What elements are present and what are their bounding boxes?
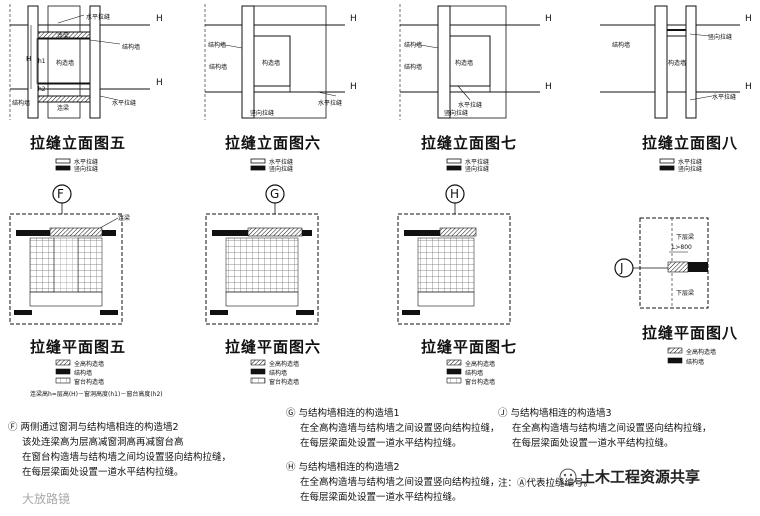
legend-p8-full: 全高构造墙 — [686, 349, 717, 356]
legend-e8-vertical: 竖向拉缝 — [678, 166, 703, 173]
p8-lower-beam-a: 下层梁 — [676, 234, 695, 241]
note-f: Ⓕ 两侧通过窗洞与结构墙相连的构造墙2 该处连梁高为层高减窗洞高再减窗台高 在窗… — [8, 422, 232, 478]
p5-beam-label: 连梁 — [118, 215, 131, 222]
note-g: Ⓖ 与结构墙相连的构造墙1 在全高构造墙与结构墙之间设置竖向结构拉缝， 在每层梁… — [286, 408, 500, 449]
title-elevation-7: 拉缝立面图七 — [421, 134, 518, 152]
legend-p8-struct: 结构墙 — [686, 359, 705, 366]
plan-5 — [9, 184, 123, 325]
marker-g: G — [270, 187, 280, 201]
title-elevation-5: 拉缝立面图五 — [30, 134, 127, 152]
e5-struct-wall: 结构墙 — [122, 44, 141, 51]
e7-struct-wall: 结构墙 — [404, 42, 423, 49]
legend-p7-sill: 窗台构造墙 — [465, 379, 496, 386]
legend-p6-struct: 结构墙 — [269, 370, 288, 377]
legend-e5-horizontal: 水平拉缝 — [74, 159, 99, 166]
note-j: Ⓙ 与结构墙相连的构造墙3 在全高构造墙与结构墙之间设置竖向结构拉缝， 在每层梁… — [498, 408, 712, 449]
marker-f: F — [57, 187, 64, 201]
legend-p5-full: 全高构造墙 — [74, 361, 105, 368]
label-h-e7b: H — [545, 82, 552, 92]
legend-e7-vertical: 竖向拉缝 — [465, 166, 490, 173]
e5-beam-top: 连梁 — [57, 33, 70, 40]
marker-j: J — [620, 261, 624, 275]
e7-horizontal-joint: 水平拉缝 — [458, 102, 483, 109]
e5-beam-bottom: 连梁 — [57, 105, 70, 112]
plan-legends — [55, 347, 683, 384]
plan-8 — [614, 217, 709, 309]
e5-horizontal-joint: 水平拉缝 — [86, 14, 111, 21]
title-plan-6: 拉缝平面图六 — [225, 338, 322, 356]
watermark-left: 大放路镜 — [22, 492, 71, 506]
note-h-marker: Ⓗ — [286, 462, 299, 473]
e5-horizontal-joint-b: 水平拉缝 — [112, 100, 137, 107]
e8-horizontal-joint: 水平拉缝 — [712, 94, 737, 101]
e5-struct-wall-left: 结构墙 — [12, 100, 31, 107]
e8-struct-wall: 结构墙 — [612, 42, 631, 49]
legend-p5-sill: 窗台构造墙 — [74, 379, 105, 386]
legend-e5-vertical: 竖向拉缝 — [74, 166, 99, 173]
e6-struct-wall: 结构墙 — [208, 42, 227, 49]
legend-e7-horizontal: 水平拉缝 — [465, 159, 490, 166]
legend-p6-sill: 窗台构造墙 — [269, 379, 300, 386]
p8-length: L>800 — [672, 244, 692, 251]
legend-e8-horizontal: 水平拉缝 — [678, 159, 703, 166]
legend-e6-horizontal: 水平拉缝 — [269, 159, 294, 166]
label-h-e5: H — [156, 14, 163, 24]
marker-h: H — [450, 187, 460, 201]
note-f-marker: Ⓕ — [8, 422, 21, 433]
note-h: Ⓗ 与结构墙相连的构造墙2 在全高构造墙与结构墙之间设置竖向结构拉缝， 在每层梁… — [286, 462, 500, 503]
e6-struct-wall-b: 结构墙 — [209, 64, 228, 71]
e7-vertical-joint: 竖向拉缝 — [444, 110, 469, 117]
e8-vertical-joint: 竖向拉缝 — [708, 34, 733, 41]
legend-e6-vertical: 竖向拉缝 — [269, 166, 294, 173]
wechat-logo — [559, 468, 577, 486]
note-j-marker: Ⓙ — [498, 408, 511, 419]
footnote: 注：Ⓐ代表拉缝编号。 — [498, 478, 594, 489]
label-h-e8b: H — [745, 82, 752, 92]
title-plan-7: 拉缝平面图七 — [421, 338, 518, 356]
e5-infill: 构造墙 — [56, 60, 75, 67]
elevation-7 — [399, 4, 540, 120]
e5-h-dim: H — [26, 55, 32, 63]
e8-infill: 构造墙 — [668, 60, 687, 67]
legend-p7-full: 全高构造墙 — [465, 361, 496, 368]
label-h-e5b: H — [156, 78, 163, 88]
legend-p7-struct: 结构墙 — [465, 370, 484, 377]
plan-6 — [205, 184, 319, 325]
p8-lower-beam-b: 下层梁 — [676, 290, 695, 297]
note-g-marker: Ⓖ — [286, 408, 299, 419]
title-elevation-6: 拉缝立面图六 — [225, 134, 322, 152]
elevation-5 — [9, 4, 150, 120]
legend-p6-full: 全高构造墙 — [269, 361, 300, 368]
watermark-right: 土木工程资源共享 — [580, 468, 701, 486]
plan-7 — [397, 184, 511, 325]
legend-p5-struct: 结构墙 — [74, 370, 93, 377]
e6-horizontal-joint: 水平拉缝 — [318, 100, 343, 107]
title-plan-5: 拉缝平面图五 — [30, 338, 127, 356]
title-plan-8: 拉缝平面图八 — [642, 324, 739, 342]
elevation-6 — [204, 4, 345, 120]
label-h-e7: H — [545, 14, 552, 24]
e7-struct-wall-b: 结构墙 — [404, 64, 423, 71]
elevation-legends — [55, 158, 675, 171]
e6-infill: 构造墙 — [262, 60, 281, 67]
label-h-e6b: H — [350, 82, 357, 92]
label-h-e6: H — [350, 14, 357, 24]
title-elevation-8: 拉缝立面图八 — [642, 134, 739, 152]
e7-infill: 构造墙 — [455, 60, 474, 67]
formula: 连梁高h=层高(H)－窗洞高度(h1)－窗台高度(h2) — [30, 391, 163, 398]
e6-vertical-joint: 竖向拉缝 — [250, 110, 275, 117]
e5-h2-dim: h2 — [38, 86, 46, 93]
label-h-e8: H — [745, 14, 752, 24]
e5-h1-dim: h1 — [38, 58, 46, 65]
elevation-8 — [600, 5, 740, 119]
